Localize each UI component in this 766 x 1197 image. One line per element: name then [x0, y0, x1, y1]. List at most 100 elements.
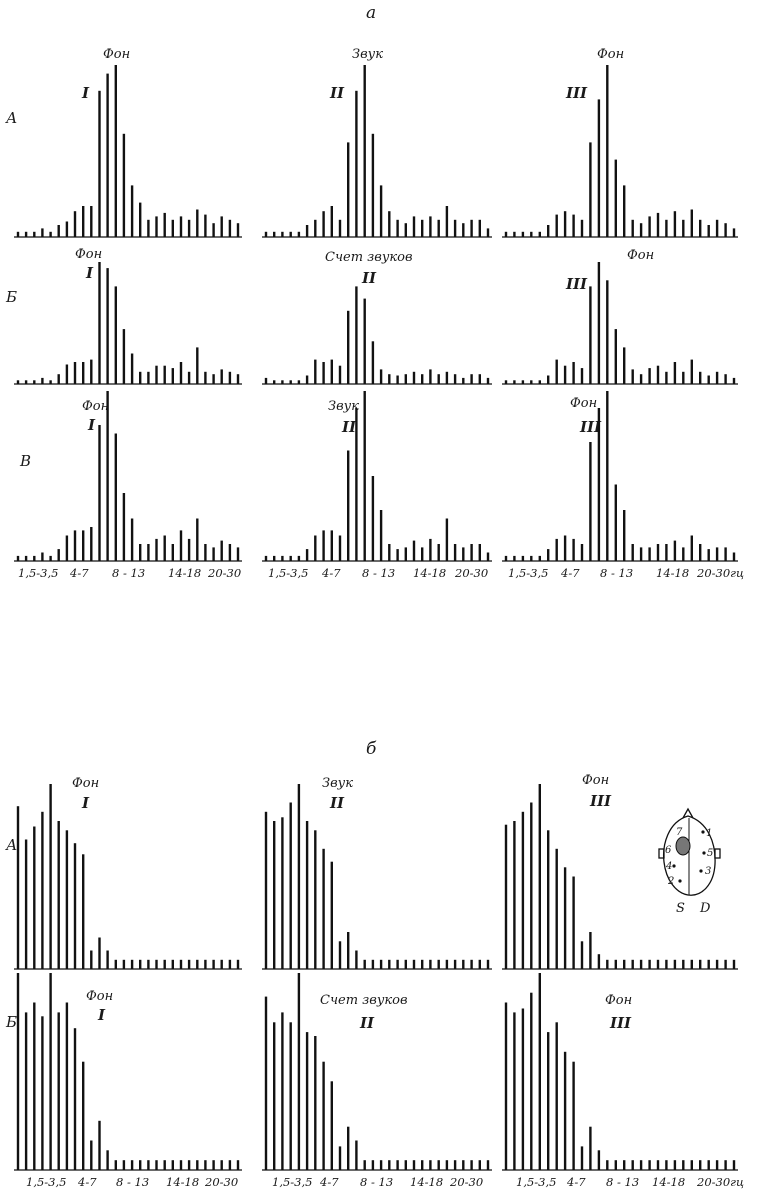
- bar-1-0-0-27: [236, 959, 240, 970]
- bar-0-0-2-15: [631, 219, 634, 237]
- bar-1-1-0-11: [106, 1150, 109, 1170]
- bar-1-1-2-12: [606, 1160, 609, 1171]
- bar-1-0-2-23: [699, 959, 702, 970]
- bar-1-1-1-19: [421, 1160, 424, 1171]
- bar-0-2-1-7: [322, 530, 325, 561]
- bar-0-2-0-20: [179, 530, 183, 561]
- bar-1-1-0-24: [212, 1160, 215, 1171]
- bar-0-2-0-0: [16, 555, 20, 561]
- bar-1-1-1-20: [429, 1160, 432, 1171]
- bar-0-2-1-12: [363, 391, 366, 561]
- bar-1-0-0-11: [106, 950, 109, 969]
- bar-0-0-2-9: [580, 219, 584, 237]
- bar-0-1-1-10: [347, 310, 350, 384]
- bar-1-1-2-4: [538, 973, 541, 1170]
- bar-1-0-1-5: [305, 821, 309, 969]
- electrode-number: 4: [665, 861, 672, 872]
- bar-1-0-2-13: [614, 959, 617, 970]
- bar-0-1-1-27: [486, 377, 490, 384]
- title-b-A2: Звук: [322, 776, 353, 791]
- tick-b-1-1: 1,5-3,5: [26, 1175, 66, 1189]
- bar-0-0-2-4: [538, 231, 541, 237]
- bar-0-2-0-18: [163, 535, 166, 561]
- electrode-number: 5: [707, 848, 713, 859]
- bar-1-1-2-13: [614, 1160, 617, 1171]
- bar-0-2-0-21: [187, 538, 191, 561]
- bar-0-1-1-14: [379, 369, 383, 384]
- bar-0-2-2-12: [606, 391, 609, 561]
- title-b-B1: Фон: [86, 989, 113, 1004]
- bar-1-0-1-9: [338, 941, 342, 970]
- bar-1-1-0-12: [114, 1160, 117, 1171]
- bar-1-0-2-16: [639, 959, 643, 970]
- bar-0-0-2-27: [732, 228, 736, 237]
- tick-a-1-5: 20-30: [207, 566, 241, 580]
- bar-0-0-0-2: [33, 231, 36, 237]
- bar-0-2-1-11: [355, 408, 358, 561]
- title-a-V2: Звук: [328, 399, 359, 414]
- bar-0-2-2-18: [656, 544, 660, 561]
- bar-1-0-1-27: [486, 959, 490, 970]
- bar-1-0-0-3: [41, 811, 44, 970]
- bar-1-0-2-15: [631, 959, 634, 970]
- bar-0-2-2-19: [665, 544, 668, 561]
- bar-0-0-2-7: [563, 211, 567, 237]
- bar-1-1-2-6: [555, 1022, 558, 1171]
- title-a-B2: Счет звуков: [325, 250, 413, 265]
- bar-0-1-2-5: [547, 375, 550, 384]
- title-a-A3: Фон: [597, 47, 624, 62]
- bar-0-2-2-16: [639, 547, 643, 561]
- bar-0-0-0-19: [171, 219, 174, 237]
- bar-0-0-0-5: [57, 225, 60, 237]
- electrode-dot: [701, 830, 705, 834]
- bar-0-2-1-20: [429, 538, 432, 561]
- row-letter-b-B: Б: [5, 1013, 17, 1031]
- bar-0-1-0-4: [49, 380, 52, 384]
- bar-0-1-2-16: [639, 374, 643, 384]
- bar-0-2-2-15: [631, 544, 634, 561]
- bar-0-0-1-23: [453, 219, 457, 237]
- title-a-A2: Звук: [352, 47, 383, 62]
- tick-a-3-2: 4-7: [560, 566, 580, 580]
- bar-0-0-0-10: [98, 90, 101, 237]
- bar-0-1-2-24: [707, 375, 710, 384]
- row-letter-a-V: В: [19, 452, 31, 470]
- panel-titles-b: Фон I Звук II Фон III Фон I Счет звуков …: [72, 773, 632, 1032]
- tick-b-1-2: 4-7: [77, 1175, 97, 1189]
- bar-0-0-1-4: [297, 231, 301, 237]
- bar-1-1-2-23: [699, 1160, 702, 1171]
- bar-0-0-0-7: [73, 211, 77, 237]
- bar-0-2-2-6: [555, 538, 558, 561]
- bar-1-1-0-27: [236, 1160, 240, 1171]
- bar-1-0-0-17: [155, 959, 158, 970]
- bar-0-1-0-2: [33, 380, 36, 384]
- bar-1-0-1-24: [462, 959, 465, 970]
- bar-1-0-2-2: [521, 811, 525, 970]
- bar-1-1-2-15: [631, 1160, 634, 1171]
- bar-0-0-0-0: [16, 231, 20, 237]
- bar-0-1-0-20: [179, 362, 183, 384]
- bar-0-2-0-16: [147, 544, 150, 561]
- bar-0-1-0-1: [24, 380, 28, 384]
- bar-0-2-1-19: [421, 547, 424, 561]
- bar-0-0-0-3: [41, 228, 44, 237]
- bar-0-1-0-8: [82, 362, 85, 384]
- bar-1-0-1-0: [264, 811, 268, 970]
- electrode-number: 7: [676, 827, 683, 838]
- bar-0-1-1-0: [264, 377, 268, 384]
- bar-1-0-0-26: [228, 959, 232, 970]
- bar-0-2-0-5: [57, 549, 60, 561]
- bar-0-0-0-6: [65, 221, 69, 237]
- bar-0-0-0-25: [220, 216, 223, 237]
- bar-1-1-0-23: [204, 1160, 207, 1171]
- bar-1-1-1-15: [388, 1160, 391, 1171]
- electrode-number: 1: [706, 828, 712, 839]
- bar-1-1-1-13: [371, 1160, 375, 1171]
- bar-0-2-2-10: [589, 442, 592, 561]
- bar-0-1-2-3: [530, 380, 533, 384]
- tick-b-3-3: 8 - 13: [606, 1175, 639, 1189]
- tick-b-1-5: 20-30: [204, 1175, 238, 1189]
- bar-1-1-0-19: [171, 1160, 174, 1171]
- bar-0-0-1-18: [412, 216, 416, 237]
- bar-0-0-2-5: [547, 225, 550, 237]
